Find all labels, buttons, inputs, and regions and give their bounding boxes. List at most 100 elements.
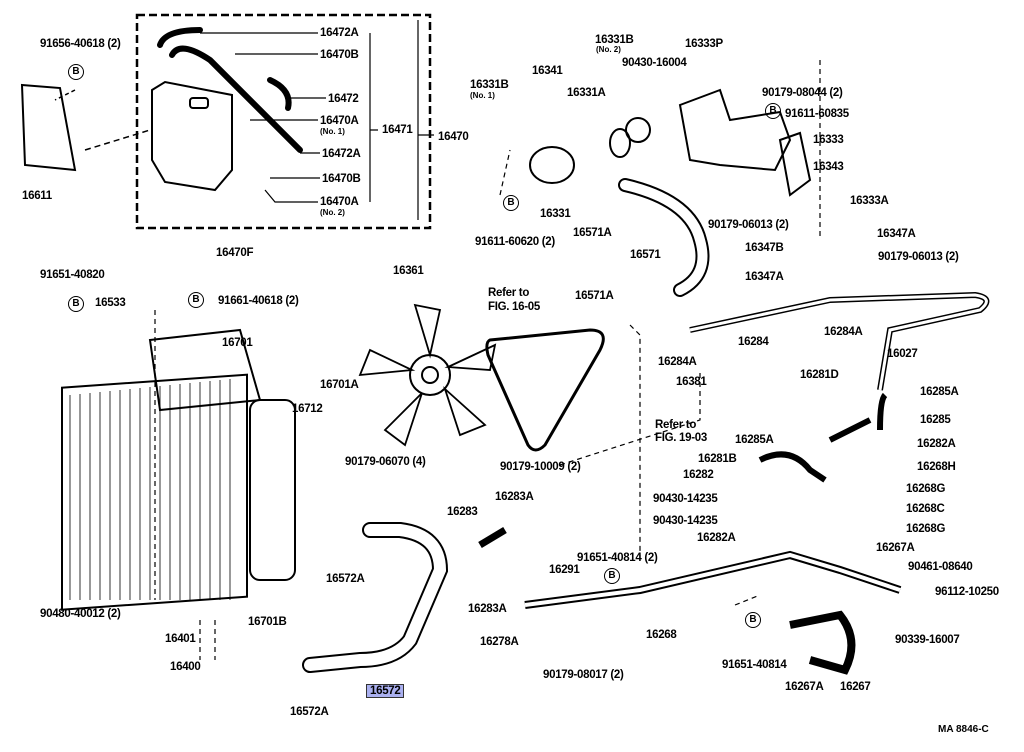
- callout-16533[interactable]: 16533: [95, 297, 126, 309]
- callout-16331B-no2[interactable]: 16331B: [595, 34, 634, 46]
- callout-16361[interactable]: 16361: [393, 265, 424, 277]
- refer-fig-16-05-number[interactable]: FIG. 16-05: [488, 301, 540, 313]
- callout-16472A[interactable]: 16472A: [322, 148, 361, 160]
- callout-16701B[interactable]: 16701B: [248, 616, 287, 628]
- callout-16331B-no1[interactable]: 16331B: [470, 79, 509, 91]
- callout-16281D[interactable]: 16281D: [800, 369, 839, 381]
- thermostat-16331A: [625, 117, 651, 143]
- callout-96112-10250[interactable]: 96112-10250: [935, 586, 999, 598]
- callout-16285[interactable]: 16285: [920, 414, 951, 426]
- callout-90179-10009[interactable]: 90179-10009 (2): [500, 461, 581, 473]
- callout-91651-40814[interactable]: 91651-40814: [722, 659, 787, 671]
- callout-16333P[interactable]: 16333P: [685, 38, 723, 50]
- callout-16470B[interactable]: 16470B: [322, 173, 361, 185]
- bolt-marker-b: B: [604, 568, 620, 584]
- callout-90430-16004[interactable]: 90430-16004: [622, 57, 687, 69]
- callout-16268C[interactable]: 16268C: [906, 503, 945, 515]
- callout-16278A[interactable]: 16278A: [480, 636, 519, 648]
- callout-16285A[interactable]: 16285A: [920, 386, 959, 398]
- callout-16347A[interactable]: 16347A: [877, 228, 916, 240]
- callout-90430-14235[interactable]: 90430-14235: [653, 515, 718, 527]
- reservoir-bracket: [20, 83, 77, 172]
- callout-16470A-no1[interactable]: 16470A: [320, 115, 359, 127]
- callout-16401[interactable]: 16401: [165, 633, 196, 645]
- callout-16470F[interactable]: 16470F: [216, 247, 254, 259]
- callout-16572A[interactable]: 16572A: [326, 573, 365, 585]
- callout-16701[interactable]: 16701: [222, 337, 253, 349]
- fan-shroud: [249, 399, 296, 581]
- callout-16333A[interactable]: 16333A: [850, 195, 889, 207]
- bolt-marker-b: B: [188, 292, 204, 308]
- callout-16331A[interactable]: 16331A: [567, 87, 606, 99]
- callout-16267[interactable]: 16267: [840, 681, 871, 693]
- callout-16268G[interactable]: 16268G: [906, 523, 946, 535]
- callout-91611-60835[interactable]: 91611-60835: [785, 108, 849, 120]
- callout-16291[interactable]: 16291: [549, 564, 580, 576]
- callout-91651-40814-2[interactable]: 91651-40814 (2): [577, 552, 658, 564]
- callout-16472A[interactable]: 16472A: [320, 27, 359, 39]
- callout-16572-highlighted[interactable]: 16572: [366, 684, 405, 698]
- reservoir-cap: [189, 97, 209, 109]
- callout-16282[interactable]: 16282: [683, 469, 714, 481]
- reservoir-tank: [151, 80, 233, 192]
- callout-16283A[interactable]: 16283A: [495, 491, 534, 503]
- callout-90480-40012[interactable]: 90480-40012 (2): [40, 608, 121, 620]
- bolt-marker-b: B: [68, 296, 84, 312]
- callout-16333[interactable]: 16333: [813, 134, 844, 146]
- callout-91611-60620[interactable]: 91611-60620 (2): [475, 236, 555, 248]
- callout-16571A[interactable]: 16571A: [573, 227, 612, 239]
- callout-90430-14235[interactable]: 90430-14235: [653, 493, 718, 505]
- callout-16571[interactable]: 16571: [630, 249, 661, 261]
- callout-90179-08044[interactable]: 90179-08044 (2): [762, 87, 843, 99]
- callout-90179-08017[interactable]: 90179-08017 (2): [543, 669, 624, 681]
- callout-90461-08640[interactable]: 90461-08640: [908, 561, 973, 573]
- callout-16284[interactable]: 16284: [738, 336, 769, 348]
- callout-16470A-no2[interactable]: 16470A: [320, 196, 359, 208]
- callout-16284A[interactable]: 16284A: [824, 326, 863, 338]
- callout-16268H[interactable]: 16268H: [917, 461, 956, 473]
- callout-16282A[interactable]: 16282A: [697, 532, 736, 544]
- callout-16470B[interactable]: 16470B: [320, 49, 359, 61]
- callout-16331[interactable]: 16331: [540, 208, 571, 220]
- callout-90339-16007[interactable]: 90339-16007: [895, 634, 960, 646]
- radiator-tank: [148, 328, 262, 412]
- callout-16268[interactable]: 16268: [646, 629, 677, 641]
- callout-16281B[interactable]: 16281B: [698, 453, 737, 465]
- callout-16472[interactable]: 16472: [328, 93, 359, 105]
- callout-91656-40618[interactable]: 91656-40618 (2): [40, 38, 121, 50]
- callout-91651-40820[interactable]: 91651-40820: [40, 269, 105, 281]
- refer-fig-19-03[interactable]: Refer to: [655, 419, 697, 431]
- callout-16470[interactable]: 16470: [438, 131, 469, 143]
- callout-90179-06013[interactable]: 90179-06013 (2): [878, 251, 959, 263]
- callout-16701A[interactable]: 16701A: [320, 379, 359, 391]
- bolt-marker-b: B: [68, 64, 84, 80]
- callout-90179-06070[interactable]: 90179-06070 (4): [345, 456, 426, 468]
- callout-16267A[interactable]: 16267A: [876, 542, 915, 554]
- refer-fig-19-03-number[interactable]: FIG. 19-03: [655, 432, 707, 444]
- callout-16282A[interactable]: 16282A: [917, 438, 956, 450]
- callout-16572A[interactable]: 16572A: [290, 706, 329, 718]
- gasket-16341: [609, 128, 631, 158]
- callout-16712[interactable]: 16712: [292, 403, 323, 415]
- callout-16611[interactable]: 16611: [22, 190, 52, 202]
- callout-16331B-no2-sub: (No. 2): [596, 45, 621, 54]
- callout-16285A[interactable]: 16285A: [735, 434, 774, 446]
- callout-16400[interactable]: 16400: [170, 661, 201, 673]
- callout-16283A[interactable]: 16283A: [468, 603, 507, 615]
- callout-16341[interactable]: 16341: [532, 65, 563, 77]
- callout-16268G[interactable]: 16268G: [906, 483, 946, 495]
- callout-16571A[interactable]: 16571A: [575, 290, 614, 302]
- callout-90179-06013[interactable]: 90179-06013 (2): [708, 219, 789, 231]
- callout-16283[interactable]: 16283: [447, 506, 478, 518]
- callout-16347B[interactable]: 16347B: [745, 242, 784, 254]
- callout-16027[interactable]: 16027: [887, 348, 918, 360]
- callout-16343[interactable]: 16343: [813, 161, 844, 173]
- radiator-core: [61, 373, 248, 611]
- callout-16347A[interactable]: 16347A: [745, 271, 784, 283]
- callout-16284A[interactable]: 16284A: [658, 356, 697, 368]
- callout-16267A[interactable]: 16267A: [785, 681, 824, 693]
- callout-16471[interactable]: 16471: [382, 124, 413, 136]
- callout-16381[interactable]: 16381: [676, 376, 707, 388]
- refer-fig-16-05[interactable]: Refer to: [488, 287, 530, 299]
- callout-91661-40618[interactable]: 91661-40618 (2): [218, 295, 299, 307]
